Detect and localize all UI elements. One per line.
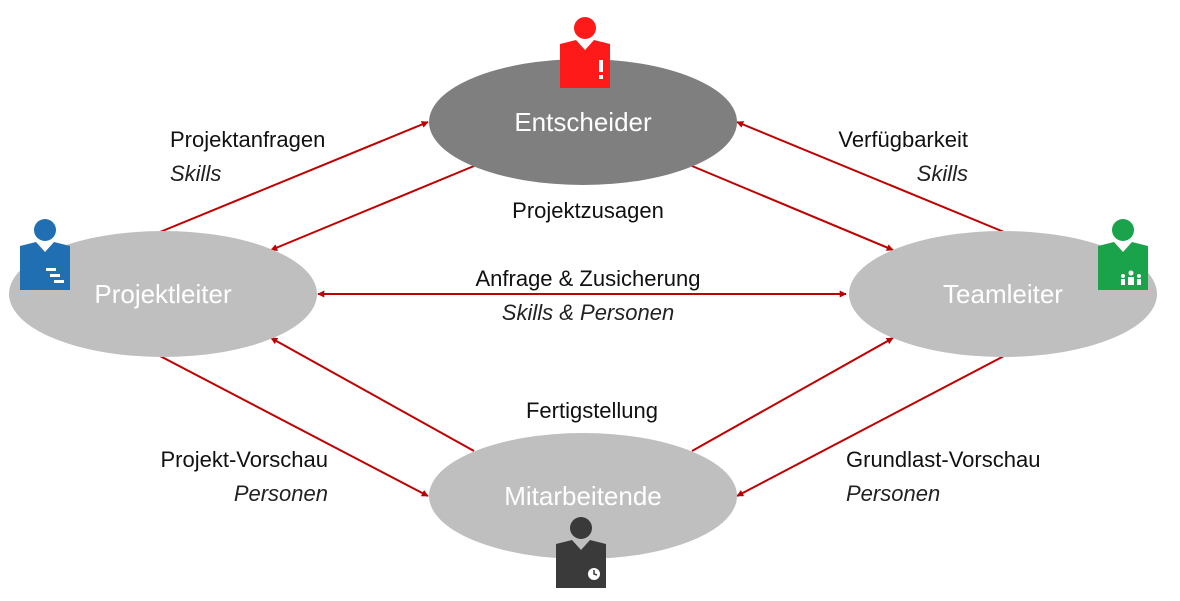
node-teamleiter-shape [849, 231, 1157, 357]
label-fertigstellung: Fertigstellung [526, 398, 658, 423]
node-entscheider-label: Entscheider [514, 107, 652, 137]
label-anfrage-title: Anfrage & Zusicherung [475, 266, 700, 291]
label-grundlast-vorschau-sub: Personen [846, 481, 940, 506]
arrow-projektleiter-to-mitarbeitende [159, 355, 429, 497]
label-projektanfragen-title: Projektanfragen [170, 127, 325, 152]
label-projekt-vorschau: Projekt-Vorschau Personen [160, 447, 328, 506]
arrow-teamleiter-to-entscheider [736, 121, 1005, 233]
label-projekt-vorschau-title: Projekt-Vorschau [160, 447, 328, 472]
node-entscheider-shape [429, 59, 737, 185]
arrow-entscheider-to-teamleiter [691, 165, 894, 251]
label-anfrage: Anfrage & Zusicherung Skills & Personen [475, 266, 700, 325]
node-mitarbeitende-shape [429, 433, 737, 559]
label-fertigstellung-title: Fertigstellung [526, 398, 658, 423]
label-projektanfragen-sub: Skills [170, 161, 221, 186]
node-teamleiter: Teamleiter [849, 231, 1157, 357]
label-verfuegbarkeit-sub: Skills [917, 161, 968, 186]
node-projektleiter: Projektleiter [9, 231, 317, 357]
node-entscheider: Entscheider [429, 59, 737, 185]
person-team-icon [1098, 219, 1148, 290]
person-clock-icon [556, 517, 606, 588]
node-projektleiter-shape [9, 231, 317, 357]
node-mitarbeitende: Mitarbeitende [429, 433, 737, 559]
label-verfuegbarkeit: Verfügbarkeit Skills [838, 127, 968, 186]
label-grundlast-vorschau-title: Grundlast-Vorschau [846, 447, 1040, 472]
label-verfuegbarkeit-title: Verfügbarkeit [838, 127, 968, 152]
arrow-projektleiter-to-entscheider [159, 121, 429, 233]
node-mitarbeitende-label: Mitarbeitende [504, 481, 662, 511]
person-gantt-icon [20, 219, 70, 290]
node-projektleiter-label: Projektleiter [94, 279, 232, 309]
arrow-mitarbeitende-to-projektleiter [270, 337, 475, 452]
label-projekt-vorschau-sub: Personen [234, 481, 328, 506]
node-teamleiter-label: Teamleiter [943, 279, 1063, 309]
label-projektzusagen-title: Projektzusagen [512, 198, 664, 223]
arrow-mitarbeitende-to-teamleiter [691, 337, 894, 452]
label-anfrage-sub: Skills & Personen [502, 300, 674, 325]
label-grundlast-vorschau: Grundlast-Vorschau Personen [846, 447, 1040, 506]
arrow-entscheider-to-projektleiter [270, 165, 475, 251]
arrow-teamleiter-to-mitarbeitende [736, 355, 1005, 497]
label-projektanfragen: Projektanfragen Skills [170, 127, 325, 186]
arrows [159, 121, 1005, 497]
person-alert-icon [560, 17, 610, 88]
label-projektzusagen: Projektzusagen [512, 198, 664, 223]
